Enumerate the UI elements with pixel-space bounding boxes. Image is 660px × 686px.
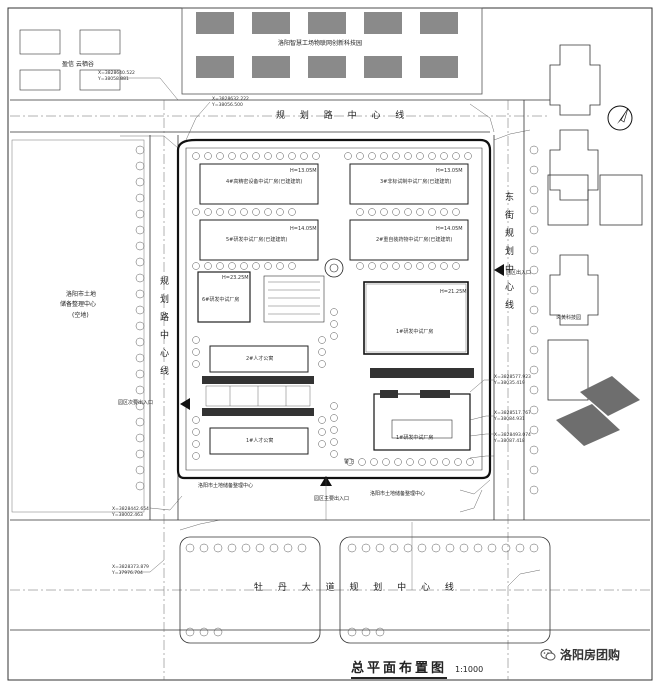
title-block: 总平面布置图 1:1000	[351, 657, 483, 679]
building-4-height: H=13.05M	[290, 168, 317, 174]
coord-x-2: X=3828632.222	[212, 97, 249, 102]
coord-y-1: Y=38058.881	[98, 77, 129, 82]
building-6-label: 6#研发中试厂房	[202, 297, 240, 303]
building-5-label: 5#研发中试厂房(已建建筑)	[226, 237, 288, 243]
watermark: 洛阳房团购	[540, 646, 620, 663]
west-center-label-2: 储备整理中心	[60, 301, 97, 308]
building-6-height: H=23.25M	[222, 275, 249, 281]
building-3-height: H=13.05M	[436, 168, 463, 174]
building-5	[199, 219, 319, 261]
building-1-label: 1#研发中试厂房	[396, 329, 434, 335]
apartment-2-label: 2#人才公寓	[246, 356, 274, 362]
east-entrance-label: 园区出入口	[506, 270, 532, 276]
wechat-icon	[540, 648, 556, 660]
coord-x-4: X=3828517.767	[494, 411, 531, 416]
coord-x-3: X=3828577.923	[494, 375, 531, 380]
building-4-label: 4#高精密设备中试厂房(已建建筑)	[226, 179, 303, 185]
plan-title: 总平面布置图	[351, 657, 448, 679]
lab-building-label: 1#研发中试厂房	[396, 435, 434, 441]
nw-community-label: 盈信 云栖谷	[62, 61, 94, 68]
building-2	[349, 219, 469, 261]
building-1	[363, 281, 469, 355]
coord-y-5: Y=38087.418	[494, 439, 525, 444]
coord-y-6: Y=38002.463	[112, 513, 143, 518]
watermark-text: 洛阳房团购	[560, 648, 621, 662]
drawing-border	[7, 7, 653, 681]
coord-x-1: X=3828640.522	[98, 71, 135, 76]
coord-y-2: Y=38056.500	[212, 103, 243, 108]
south-center-left-label: 洛阳市土地储备整理中心	[198, 483, 254, 489]
building-4	[199, 163, 319, 205]
building-2-label: 2#重自装药物中试厂房(已建建筑)	[376, 237, 453, 243]
building-1-height: H=21.25M	[440, 289, 467, 295]
roundabout	[324, 258, 344, 278]
building-6	[197, 271, 251, 323]
south-road-label: 牡 丹 大 道 规 划 中 心 线	[254, 583, 460, 593]
secondary-entrance-label: 园区次要出入口	[118, 400, 154, 406]
north-park-boundary	[181, 7, 483, 95]
coord-y-7: Y=37976.704	[112, 571, 143, 576]
main-entrance-label: 园区主要出入口	[314, 496, 350, 502]
east-park-label: 炎黄科技园	[556, 315, 582, 321]
west-center-label-1: 洛阳市土地	[66, 291, 97, 298]
building-3-label: 3#非标试制中试厂房(已建建筑)	[380, 179, 452, 185]
coord-y-4: Y=38084.931	[494, 417, 525, 422]
building-3	[349, 163, 469, 205]
east-park-shaded-buildings	[556, 376, 640, 446]
north-arrow-icon	[607, 105, 633, 131]
north-road-label: 规 划 路 中 心 线	[276, 111, 411, 121]
east-road-label: 东街规划中心线	[503, 192, 513, 318]
plan-scale: 1:1000	[455, 665, 484, 674]
building-2-height: H=14.05M	[436, 226, 463, 232]
north-park-buildings	[196, 12, 458, 78]
coord-x-5: X=3828493.074	[494, 433, 531, 438]
west-center-label-3: (空地)	[72, 312, 89, 319]
site-boundary	[176, 138, 492, 480]
north-park-label: 洛阳智慧工场物联网创新科技园	[278, 40, 363, 47]
coord-x-7: X=3828373.879	[112, 565, 149, 570]
east-neighbour-buildings	[547, 44, 643, 401]
lab-building	[373, 393, 471, 451]
south-center-right-label: 洛阳市土地储备整理中心	[370, 491, 426, 497]
coord-x-6: X=3828442.654	[112, 507, 149, 512]
west-road-label: 规划路中心线	[158, 276, 168, 384]
gate-label: 警卫	[344, 459, 355, 465]
apartment-1-label: 1#人才公寓	[246, 438, 274, 444]
apartment-1	[209, 427, 309, 455]
building-5-height: H=14.05M	[290, 226, 317, 232]
apartment-2	[209, 345, 309, 373]
coord-y-3: Y=38035.419	[494, 381, 525, 386]
